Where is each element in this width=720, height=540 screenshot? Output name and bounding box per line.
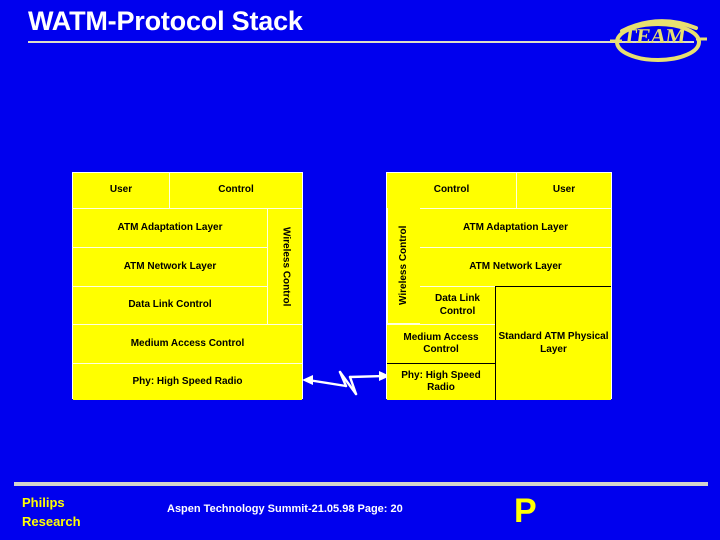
left-cell-atm-network-layer[interactable]: ATM Network Layer xyxy=(73,247,267,286)
right-cell-standard-atm-physical-layer[interactable]: Standard ATM Physical Layer xyxy=(495,286,611,400)
right-cell-atm-adaptation-layer[interactable]: ATM Adaptation Layer xyxy=(420,208,611,247)
right-cell-medium-access-control[interactable]: Medium Access Control xyxy=(387,324,495,363)
left-cell-data-link-control[interactable]: Data Link Control xyxy=(73,286,267,324)
philips-p-logo: P xyxy=(514,492,537,530)
title-divider xyxy=(28,41,694,43)
left-cell-phy-high-speed-radio[interactable]: Phy: High Speed Radio xyxy=(73,363,302,400)
right-cell-user[interactable]: User xyxy=(517,173,611,208)
left-cell-wireless-control[interactable]: Wireless Control xyxy=(267,208,302,324)
right-protocol-stack: Control User Wireless Control ATM Adapta… xyxy=(386,172,612,400)
left-protocol-stack: User Control ATM Adaptation Layer ATM Ne… xyxy=(72,172,303,400)
left-cell-atm-adaptation-layer[interactable]: ATM Adaptation Layer xyxy=(73,208,267,247)
philips-line-1: Philips xyxy=(22,495,65,510)
philips-line-2: Research xyxy=(22,513,81,529)
footer-conference-text: Aspen Technology Summit-21.05.98 Page: 2… xyxy=(167,503,403,515)
footer-divider xyxy=(14,482,708,486)
right-cell-wireless-control[interactable]: Wireless Control xyxy=(387,208,420,324)
right-cell-data-link-control[interactable]: Data Link Control xyxy=(420,286,495,324)
arrow-head-right xyxy=(379,371,390,381)
left-cell-medium-access-control[interactable]: Medium Access Control xyxy=(73,324,302,363)
wireless-link-arrow xyxy=(300,358,392,404)
left-cell-user[interactable]: User xyxy=(73,173,170,208)
right-cell-phy-high-speed-radio[interactable]: Phy: High Speed Radio xyxy=(387,363,495,400)
team-logo: TEAM xyxy=(608,9,708,65)
philips-research-logo: Philips Research xyxy=(22,494,81,532)
right-cell-atm-network-layer[interactable]: ATM Network Layer xyxy=(420,247,611,286)
arrow-head-left xyxy=(302,375,313,385)
left-cell-control[interactable]: Control xyxy=(170,173,302,208)
right-cell-control[interactable]: Control xyxy=(387,173,517,208)
page-title: WATM-Protocol Stack xyxy=(28,6,303,36)
team-logo-text: TEAM xyxy=(621,24,687,48)
